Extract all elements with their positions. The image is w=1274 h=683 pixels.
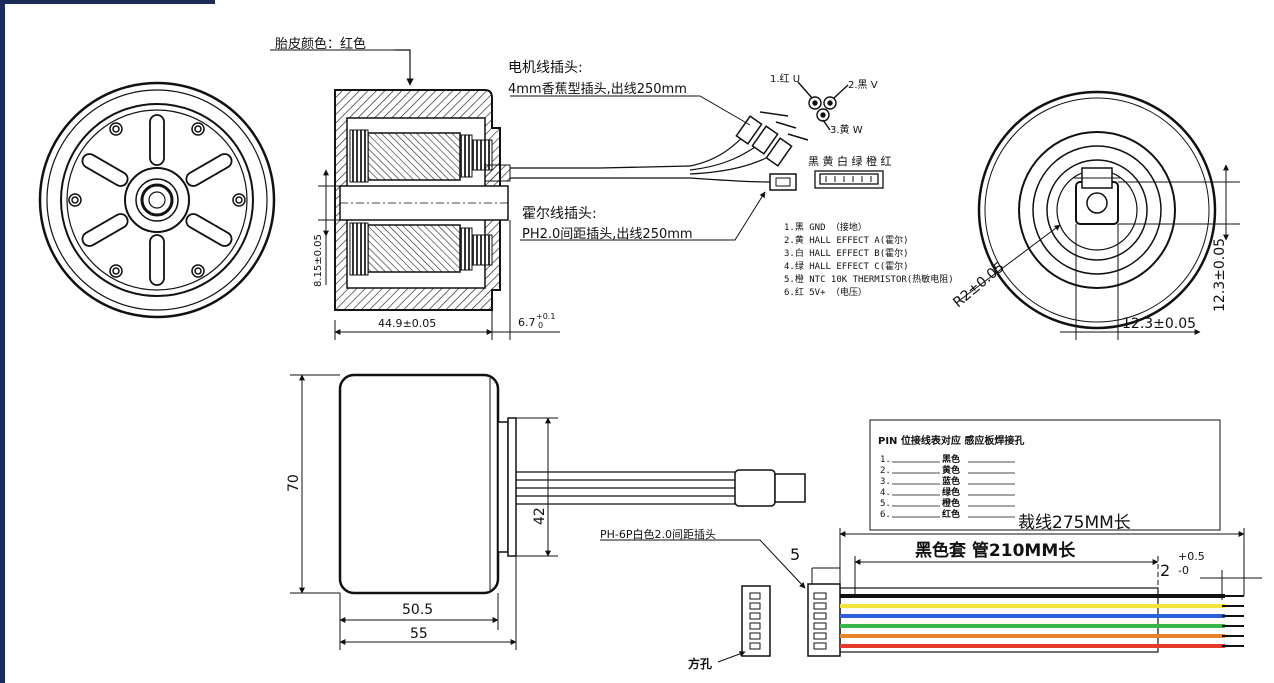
hall-pin-item: 4.绿 HALL EFFECT C(霍尔)	[784, 260, 909, 272]
dim-radius: R2±0.05	[950, 259, 1007, 311]
pin-table-box	[869, 419, 1221, 531]
pin-row-number: 5.	[880, 499, 891, 509]
hall-pin-item: 5.橙 NTC 10K THERMISTOR(热敏电阻)	[784, 273, 954, 285]
hall-pin-item: 2.黄 HALL EFFECT A(霍尔)	[784, 234, 909, 246]
ph-connector-label: PH-6P白色2.0间距插头	[600, 527, 716, 541]
dim-70: 70	[286, 474, 302, 492]
pin-table-rows: 1. 黑色 2. 黄色 3. 蓝色 4. 绿色 5. 橙色 6. 红色	[880, 453, 1015, 520]
front-window	[185, 153, 233, 187]
dim-key-height: 12.3±0.05	[1212, 238, 1228, 312]
pin-table-title: PIN 位接线表对应 感应板焊接孔	[878, 434, 1024, 447]
dim-55: 55	[410, 626, 428, 642]
front-window	[81, 213, 129, 247]
pin-row-color: 橙色	[942, 497, 960, 509]
motor-plug-title: 电机线插头:	[508, 60, 583, 76]
connector-pin-slot	[813, 622, 827, 630]
side-connector-slot	[749, 592, 761, 600]
rear-view	[959, 90, 1240, 340]
hall-pin-item: 6.红 5V+ （电压）	[784, 286, 867, 298]
pin-row-number: 4.	[880, 488, 891, 498]
motor-plug-desc: 4mm香蕉型插头,出线250mm	[508, 82, 687, 97]
dim-44-9: 44.9±0.05	[378, 317, 436, 330]
hall-pin-list: 1.黑 GND （接地）2.黄 HALL EFFECT A(霍尔)3.白 HAL…	[784, 221, 954, 298]
dim-strip-2-tol-hi: +0.5	[1178, 550, 1205, 563]
pin-row-number: 3.	[880, 477, 891, 487]
dim-strip-5: 5	[790, 545, 800, 564]
pin-row-number: 2.	[880, 466, 891, 476]
dim-50-5: 50.5	[402, 602, 433, 618]
side-connector-slot	[749, 632, 761, 640]
connector-pin-slot	[813, 592, 827, 600]
wire-harness	[600, 528, 1262, 663]
cut-length-label: 裁线275MM长	[1018, 513, 1131, 533]
pin-row-color: 红色	[942, 508, 960, 520]
side-view	[290, 373, 806, 650]
hall-pin-item: 1.黑 GND （接地）	[784, 221, 867, 233]
bolt-hole	[191, 264, 205, 278]
dim-shaft-dia: 8.15±0.05	[313, 234, 324, 287]
bolt-hole	[232, 193, 246, 207]
connector-pin-slot	[813, 632, 827, 640]
front-window	[81, 153, 129, 187]
pin-row-number: 6.	[880, 510, 891, 520]
hall-plug-desc: PH2.0间距插头,出线250mm	[522, 227, 693, 242]
dim-6-7-tol-hi: +0.1	[536, 312, 555, 321]
left-edge-strip	[0, 0, 5, 683]
section-view	[270, 49, 809, 340]
sleeve-length-label: 黑色套 管210MM长	[915, 540, 1076, 561]
dim-strip-2: 2	[1160, 561, 1170, 580]
pin-row-number: 1.	[880, 455, 891, 465]
bolt-hole	[109, 122, 123, 136]
square-hole-label: 方孔	[688, 656, 712, 671]
dim-6-7: 6.7	[518, 316, 536, 329]
phase-terminal-diagram	[797, 81, 849, 131]
side-connector-slot	[749, 602, 761, 610]
side-connector-slot	[749, 642, 761, 650]
dim-42: 42	[532, 507, 548, 525]
side-connector-slot	[749, 622, 761, 630]
pin-row-color: 黄色	[942, 464, 960, 476]
front-window	[185, 213, 233, 247]
top-edge-strip	[0, 0, 215, 4]
phase-u-label: 1.红 U	[770, 72, 800, 85]
hall-pin-item: 3.白 HALL EFFECT B(霍尔)	[784, 247, 909, 259]
front-window	[149, 114, 165, 166]
dim-6-7-tol-lo: 0	[538, 321, 543, 330]
dim-strip-2-tol-lo: -0	[1178, 564, 1189, 577]
pin-row-color: 绿色	[942, 486, 960, 498]
bolt-hole	[68, 193, 82, 207]
phase-w-label: 3.黄 W	[830, 123, 863, 136]
dim-key-width: 12.3±0.05	[1122, 316, 1196, 332]
tire-color-label: 胎皮颜色：红色	[275, 36, 366, 52]
bolt-hole	[109, 264, 123, 278]
connector-colors-label: 黑 黄 白 绿 橙 红	[808, 154, 891, 168]
hall-connector-top	[814, 170, 884, 189]
connector-pin-slot	[813, 612, 827, 620]
hall-plug-title: 霍尔线插头:	[522, 206, 597, 222]
side-connector-slot	[749, 612, 761, 620]
pin-row-color: 蓝色	[942, 475, 960, 487]
connector-pin-slot	[813, 642, 827, 650]
phase-v-label: 2.黑 V	[848, 79, 878, 91]
front-window	[149, 234, 165, 286]
bolt-hole	[191, 122, 205, 136]
pin-row-color: 黑色	[942, 453, 960, 465]
front-view	[38, 81, 276, 319]
connector-pin-slot	[813, 602, 827, 610]
